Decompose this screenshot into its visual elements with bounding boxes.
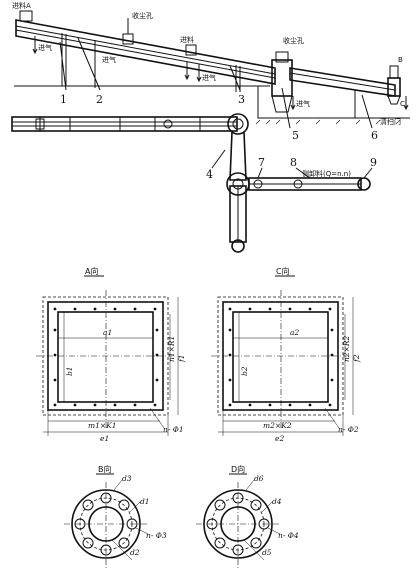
dim-d4: d4: [272, 497, 282, 506]
part-number-3: 3: [238, 93, 245, 106]
part-number-4: 4: [206, 168, 213, 181]
dim-d5: d5: [262, 548, 272, 557]
dim-a1: a1: [103, 328, 112, 337]
elevation-view: 进料A 收尘孔 进料 收尘孔 B 进气 进气 进气 进气 C 清扫门 1 2 3…: [12, 1, 410, 142]
intake-label-1: 进气: [38, 43, 52, 52]
dim-m2k2: m2×K2: [263, 421, 292, 430]
bypass-door-label: 清扫门: [380, 117, 401, 126]
dim-n2r2: n2×R2: [342, 335, 351, 362]
side-unload-label: 侧卸料(Q=n.n): [302, 169, 351, 178]
view-b: B向 d3 d1 n- Φ3 d2: [64, 464, 167, 568]
view-d: D向 d6 d4 n- Φ4 d5: [196, 464, 299, 568]
dim-e2: e2: [275, 434, 284, 443]
part-number-6: 6: [371, 129, 378, 142]
part-number-1: 1: [60, 93, 67, 106]
dim-nphi4: n- Φ4: [278, 531, 299, 540]
view-c-title: C向: [276, 266, 290, 276]
intake-label-2: 进气: [102, 55, 116, 64]
dim-d2: d2: [130, 548, 140, 557]
dim-e1: e1: [100, 434, 109, 443]
plan-view: 4 7 8 9 侧卸料(Q=n.n): [11, 113, 377, 253]
view-a: A向 a1 b1 n1×R1 f1 m1×K1: [36, 266, 186, 443]
intake-label-3: 进气: [202, 73, 216, 82]
dim-n1r1: n1×R1: [167, 336, 176, 362]
dim-d3: d3: [122, 474, 132, 483]
dust-hole-label-2: 收尘孔: [283, 36, 304, 45]
dim-d6: d6: [254, 474, 264, 483]
dim-nphi2: n- Φ2: [338, 425, 359, 434]
dim-a2: a2: [290, 328, 299, 337]
dim-f2: f2: [352, 354, 361, 363]
intake-label-4: 进气: [296, 99, 310, 108]
feed-a-label: 进料A: [12, 1, 31, 10]
intake-c-label: C: [400, 100, 405, 108]
part-number-5: 5: [292, 129, 299, 142]
view-a-title: A向: [85, 266, 98, 276]
feed-mid-label: 进料: [180, 35, 194, 44]
dim-b1: b1: [65, 366, 74, 376]
dim-nphi1: n- Φ1: [163, 425, 184, 434]
dim-m1k1: m1×K1: [88, 421, 117, 430]
dim-b2: b2: [240, 366, 249, 376]
view-b-title: B向: [98, 464, 112, 474]
part-number-9: 9: [370, 156, 377, 169]
dim-d1: d1: [140, 497, 150, 506]
part-number-8: 8: [290, 156, 297, 169]
part-number-2: 2: [96, 93, 103, 106]
dust-hole-label-1: 收尘孔: [132, 11, 153, 20]
feed-b-label: B: [398, 56, 403, 64]
dim-f1: f1: [177, 354, 186, 363]
dim-nphi3: n- Φ3: [146, 531, 167, 540]
part-number-7: 7: [258, 156, 265, 169]
view-c: C向 a2 b2 n2×R2 f2 m2×K2 e2 n- Φ2: [211, 266, 361, 443]
view-d-title: D向: [231, 464, 245, 474]
